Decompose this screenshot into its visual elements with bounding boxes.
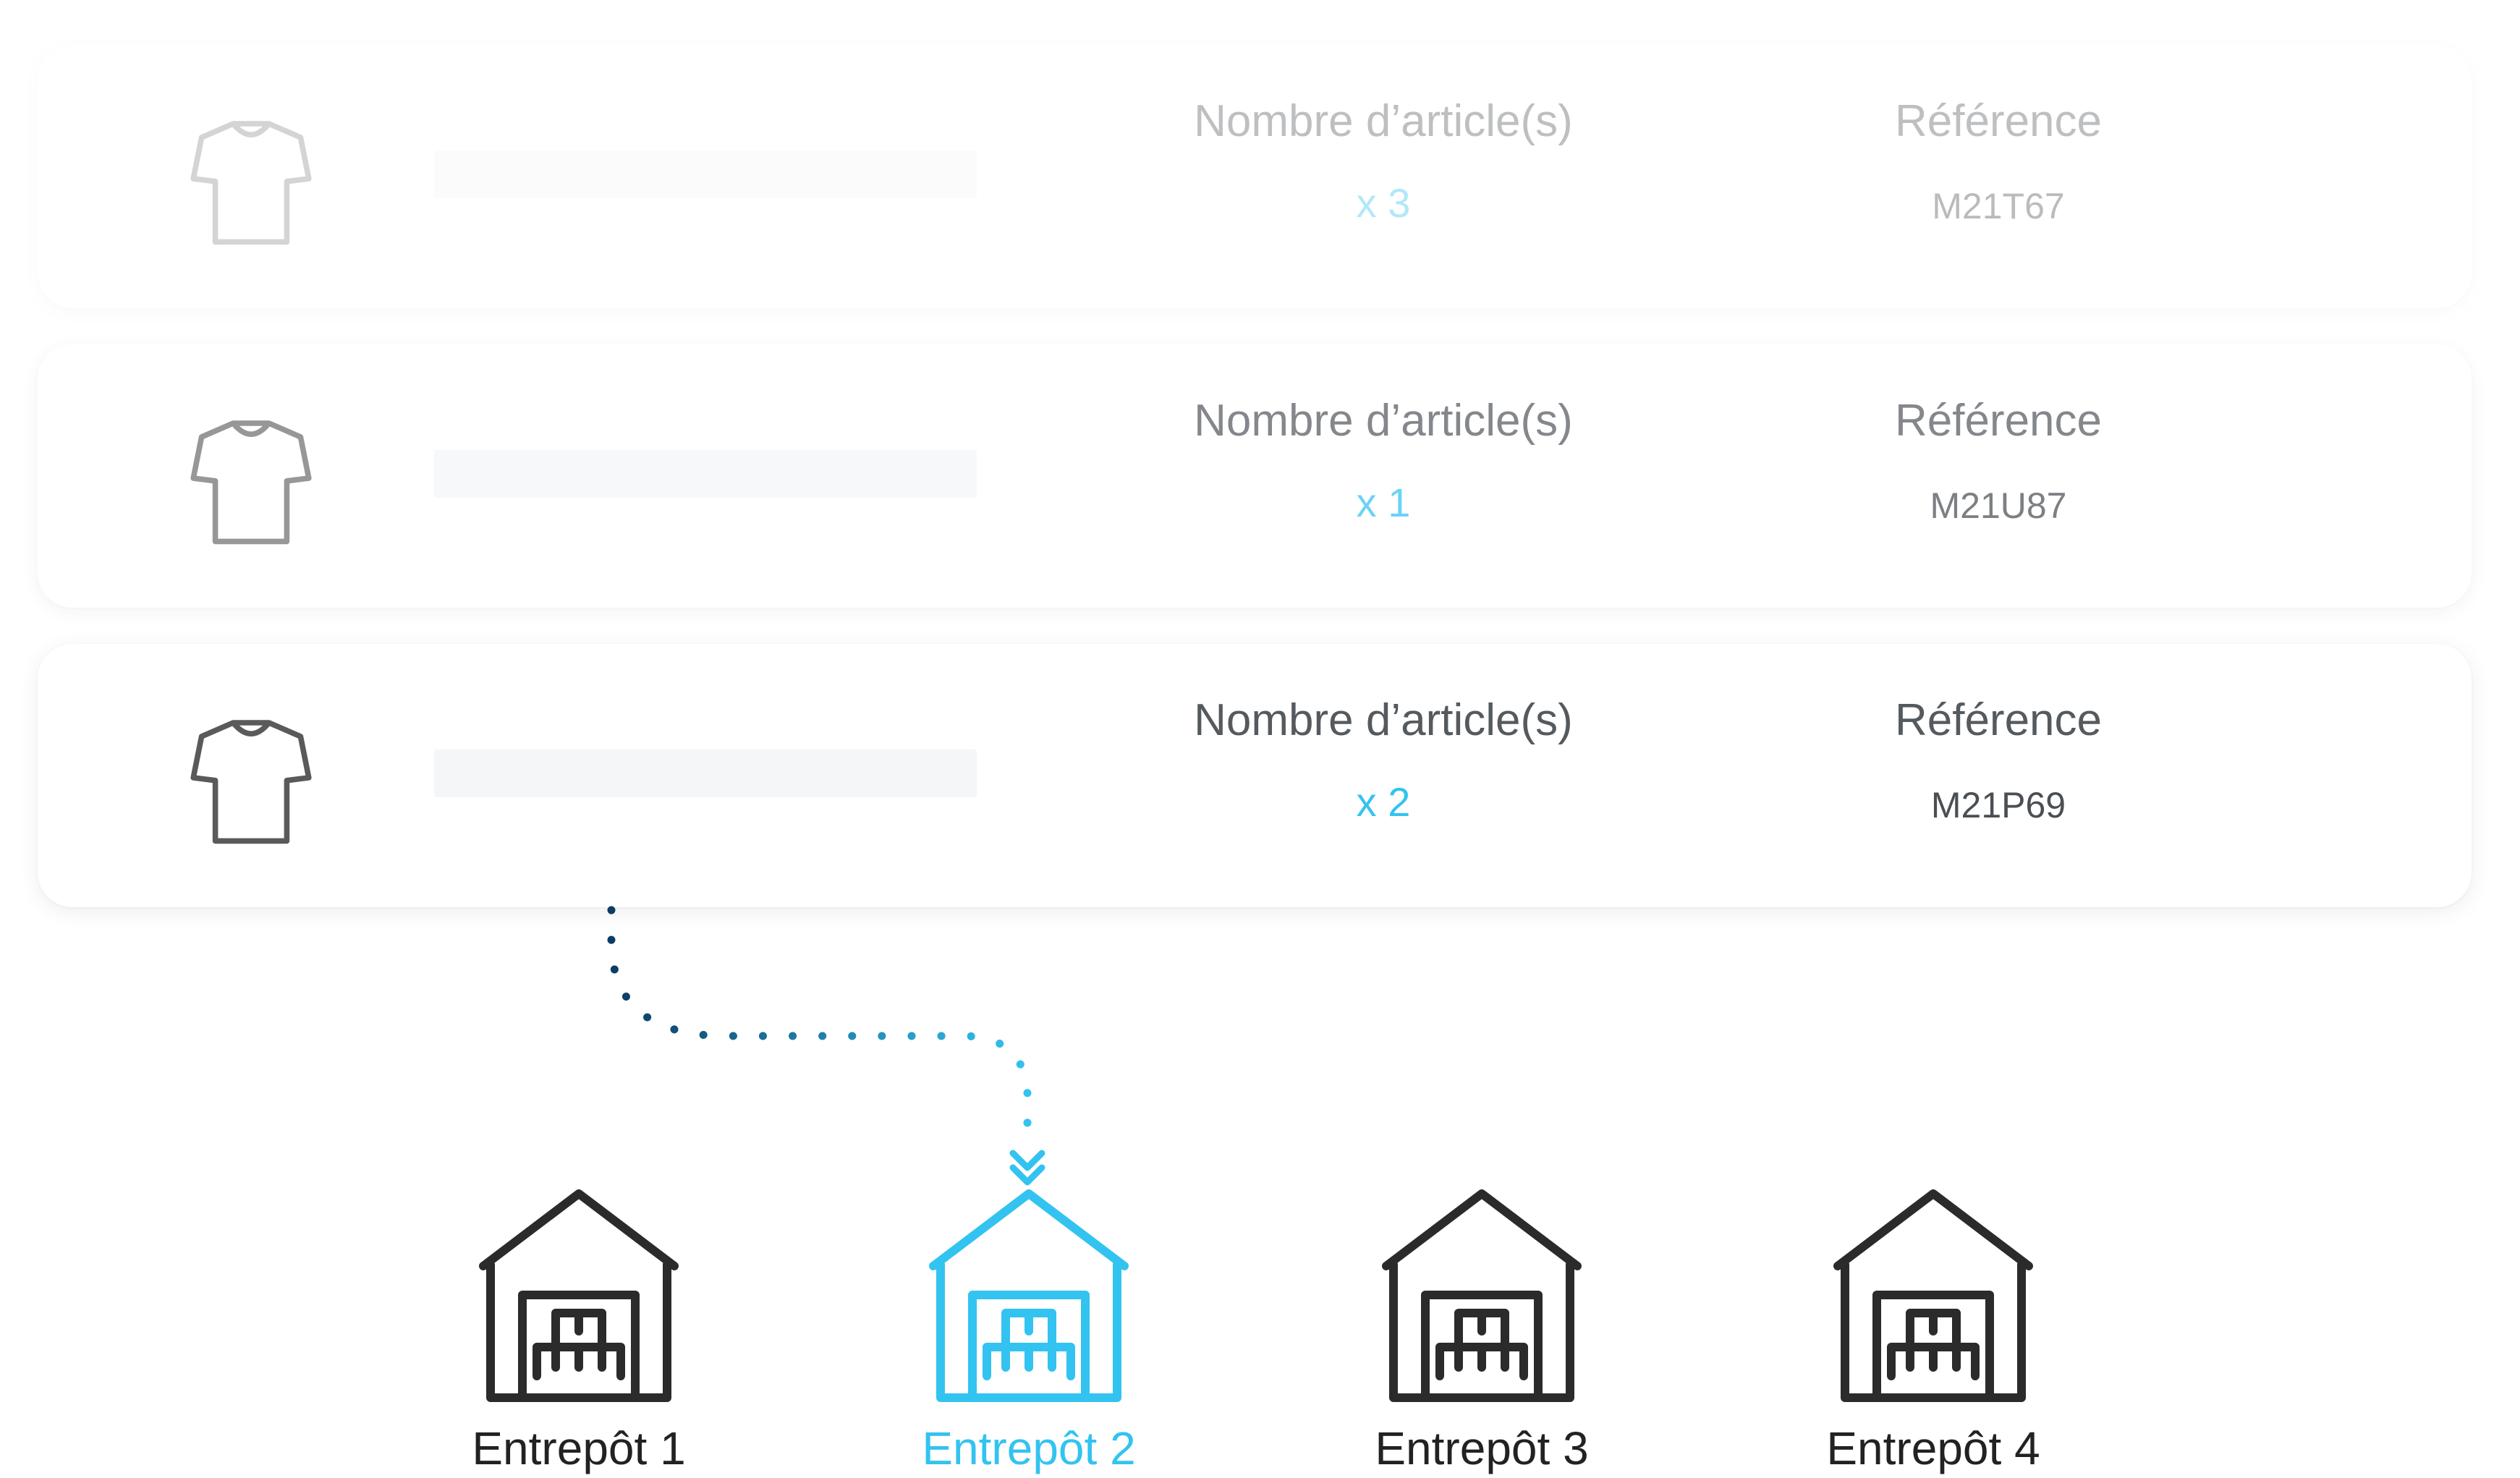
reference-value: M21T67 <box>1932 186 2065 226</box>
tshirt-icon <box>190 420 312 545</box>
warehouse-4[interactable]: Entrepôt 4 <box>1817 1186 2049 1474</box>
item-card[interactable]: Nombre d’article(s) x 2 Référence M21P69 <box>38 644 2472 907</box>
quantity-label: Nombre d’article(s) <box>1194 96 1573 146</box>
item-name-placeholder <box>434 150 977 198</box>
reference-label: Référence <box>1894 695 2103 745</box>
quantity-value: x 2 <box>1356 779 1411 825</box>
reference-value: M21U87 <box>1930 485 2067 526</box>
tshirt-icon <box>190 121 312 245</box>
reference-value: M21P69 <box>1930 785 2066 825</box>
warehouse-label: Entrepôt 3 <box>1375 1422 1589 1474</box>
warehouse-2[interactable]: Entrepôt 2 <box>913 1186 1145 1474</box>
warehouse-icon <box>1833 1189 2033 1402</box>
item-card[interactable]: Nombre d’article(s) x 3 Référence M21T67 <box>38 45 2472 308</box>
item-name-placeholder <box>434 450 977 498</box>
tshirt-icon <box>190 720 312 844</box>
item-name-placeholder <box>434 749 977 797</box>
quantity-value: x 3 <box>1356 180 1411 226</box>
chevron-down-icon <box>1009 1150 1045 1186</box>
quantity-value: x 1 <box>1356 480 1411 525</box>
warehouse-label: Entrepôt 2 <box>922 1422 1136 1474</box>
item-card[interactable]: Nombre d’article(s) x 1 Référence M21U87 <box>38 344 2472 608</box>
warehouse-label: Entrepôt 1 <box>472 1422 686 1474</box>
quantity-label: Nombre d’article(s) <box>1194 396 1573 446</box>
warehouse-label: Entrepôt 4 <box>1826 1422 2040 1474</box>
warehouse-icon <box>1382 1189 1582 1402</box>
quantity-label: Nombre d’article(s) <box>1194 695 1573 745</box>
warehouse-icon <box>929 1189 1129 1402</box>
reference-label: Référence <box>1894 396 2103 446</box>
warehouse-1[interactable]: Entrepôt 1 <box>463 1186 695 1474</box>
warehouse-icon <box>479 1189 679 1402</box>
warehouse-3[interactable]: Entrepôt 3 <box>1366 1186 1598 1474</box>
reference-label: Référence <box>1894 96 2103 146</box>
